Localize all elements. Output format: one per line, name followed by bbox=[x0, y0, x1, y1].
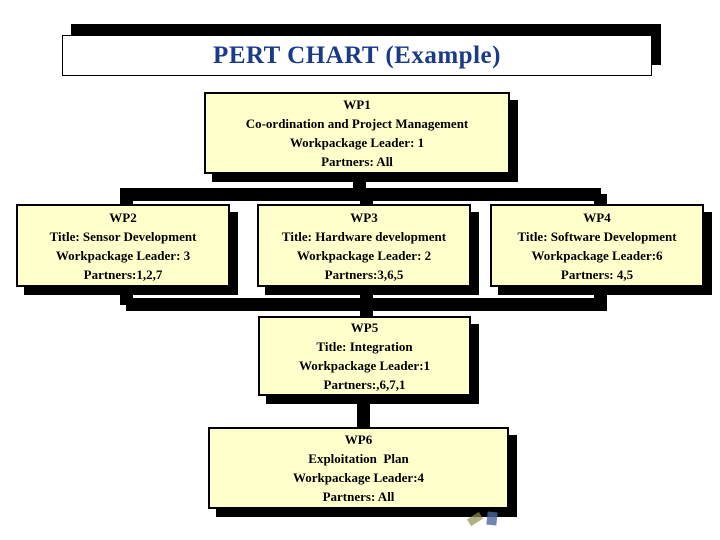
connector-stub-wp3 bbox=[360, 194, 367, 205]
node-wp3: WP3 Title: Hardware development Workpack… bbox=[257, 204, 471, 287]
connector-wp1-down bbox=[353, 172, 360, 195]
connector-wp4-down bbox=[594, 286, 601, 300]
watermark-fragment-blue bbox=[486, 511, 498, 526]
node-wp2: WP2 Title: Sensor Development Workpackag… bbox=[16, 204, 230, 287]
node-wp2-leader: Workpackage Leader: 3 bbox=[55, 247, 191, 263]
node-wp6: WP6 Exploitation Plan Workpackage Leader… bbox=[208, 427, 509, 509]
connector-row2-hline bbox=[120, 298, 601, 305]
node-wp4-leader: Workpackage Leader:6 bbox=[531, 247, 663, 263]
watermark-fragment-olive bbox=[466, 511, 484, 527]
node-wp1-partners: Partners: All bbox=[321, 154, 393, 169]
node-wp6-title: Exploitation Plan bbox=[308, 451, 409, 466]
node-wp4-id: WP4 bbox=[583, 209, 611, 225]
node-wp3-leader: Workpackage Leader: 2 bbox=[296, 247, 432, 263]
node-wp4-partners: Partners: 4,5 bbox=[560, 266, 634, 282]
node-wp5: WP5 Title: Integration Workpackage Leade… bbox=[258, 316, 471, 396]
node-wp6-id: WP6 bbox=[344, 432, 373, 447]
node-wp1-id: WP1 bbox=[343, 97, 371, 112]
node-wp4-title: Title: Software Development bbox=[517, 228, 677, 244]
node-wp3-partners: Partners:3,6,5 bbox=[324, 266, 404, 282]
node-wp2-partners: Partners:1,2,7 bbox=[83, 266, 163, 282]
node-wp1: WP1 Co-ordination and Project Management… bbox=[204, 92, 510, 174]
connector-wp3-down bbox=[360, 286, 367, 300]
node-wp1-title: Co-ordination and Project Management bbox=[245, 116, 469, 131]
node-wp5-partners: Partners:,6,7,1 bbox=[323, 377, 406, 392]
connector-stub-wp4 bbox=[594, 194, 601, 205]
node-wp5-id: WP5 bbox=[350, 320, 379, 335]
slide-title: PERT CHART (Example) bbox=[213, 41, 501, 69]
node-wp5-title: Title: Integration bbox=[316, 339, 413, 354]
slide-title-box: PERT CHART (Example) bbox=[62, 35, 652, 76]
connector-stub-wp5 bbox=[360, 304, 367, 316]
connector-wp5-down bbox=[357, 395, 364, 427]
node-wp2-id: WP2 bbox=[109, 209, 137, 225]
node-wp2-title: Title: Sensor Development bbox=[49, 228, 197, 244]
connector-row1-hline bbox=[120, 188, 601, 195]
node-wp4: WP4 Title: Software Development Workpack… bbox=[490, 204, 704, 287]
node-wp1-leader: Workpackage Leader: 1 bbox=[289, 135, 425, 150]
connector-wp2-down bbox=[120, 286, 127, 300]
connector-stub-wp2 bbox=[120, 194, 127, 205]
node-wp5-leader: Workpackage Leader:1 bbox=[298, 358, 431, 373]
node-wp6-partners: Partners: All bbox=[322, 489, 395, 504]
node-wp3-title: Title: Hardware development bbox=[281, 228, 447, 244]
node-wp3-id: WP3 bbox=[350, 209, 378, 225]
node-wp6-leader: Workpackage Leader:4 bbox=[292, 470, 425, 485]
